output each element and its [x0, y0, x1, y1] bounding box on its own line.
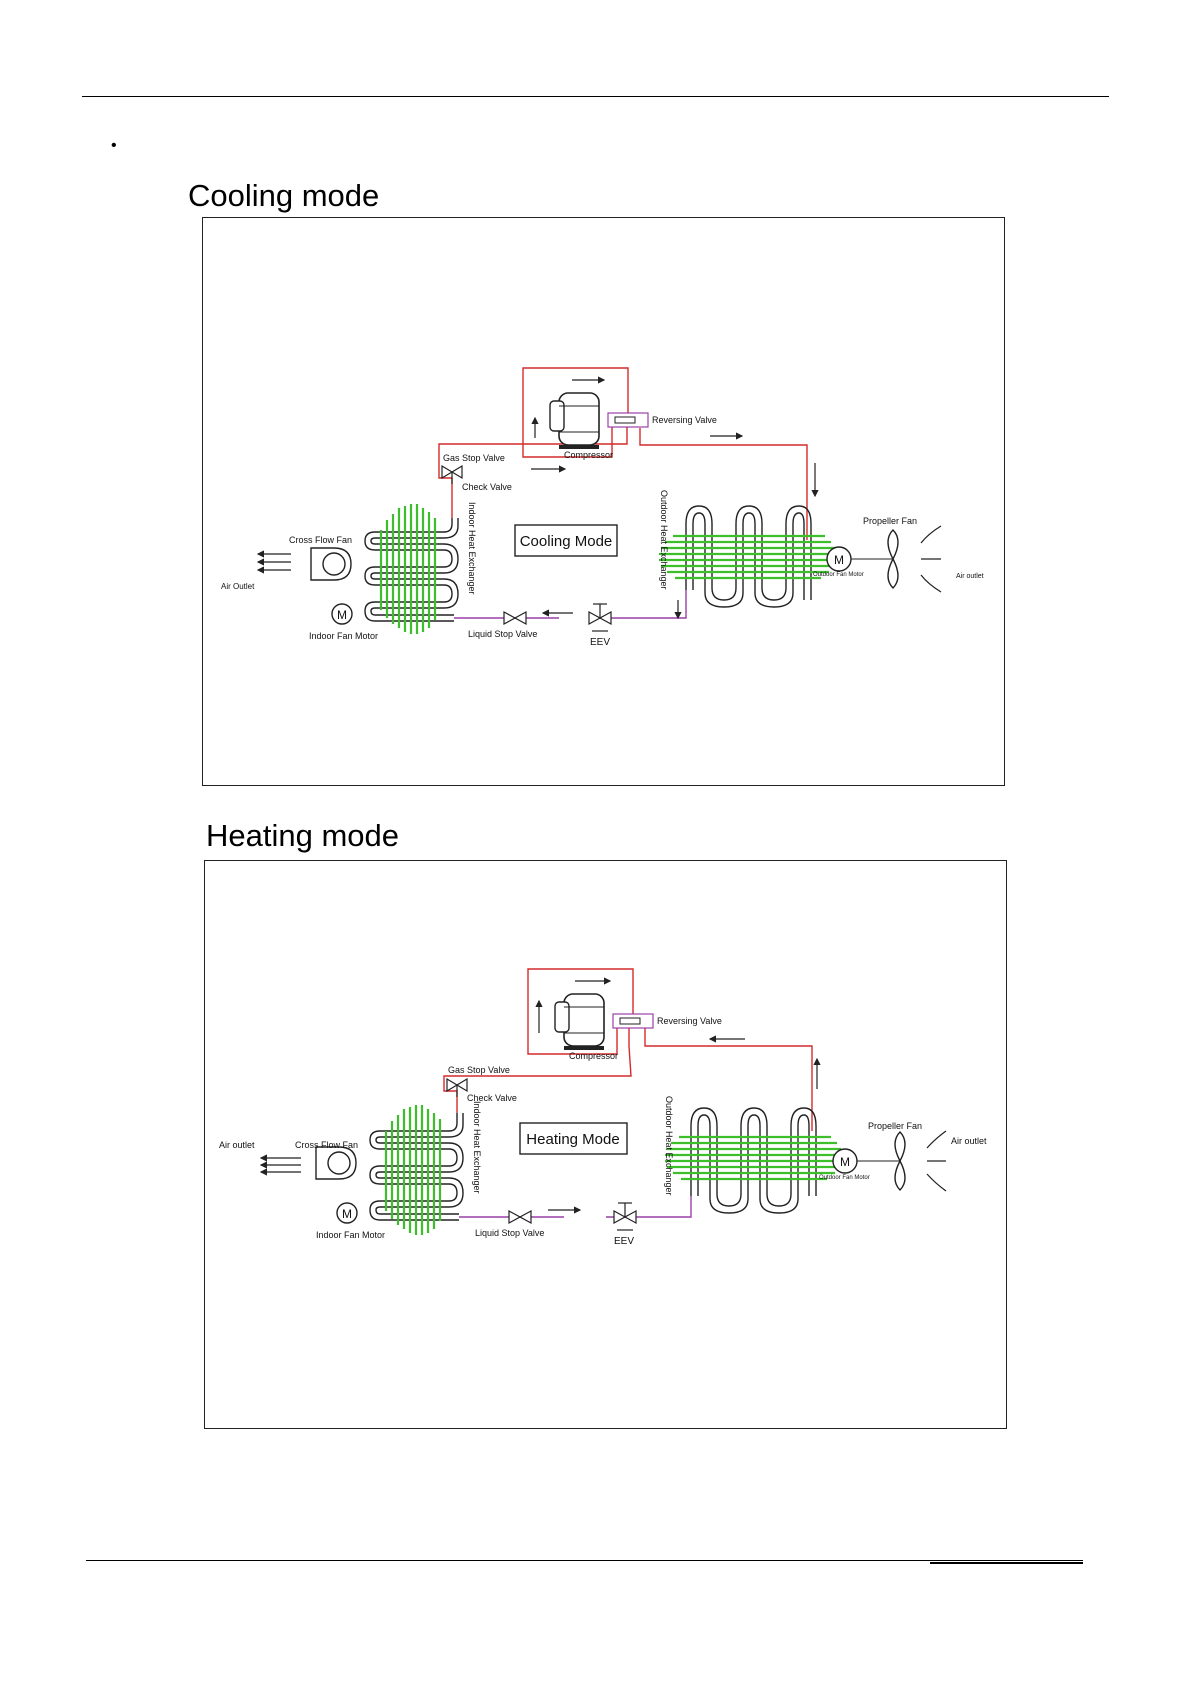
propeller-fan-label: Propeller Fan [863, 516, 917, 526]
gas-pipes [443, 968, 813, 1131]
check-valve-label: Check Valve [467, 1093, 517, 1103]
footer-rule [86, 1560, 1083, 1561]
outdoor-fan-motor-icon: M [826, 546, 893, 572]
mode-label-box [519, 1122, 628, 1155]
eev-label: EEV [614, 1236, 634, 1247]
gas-stop-valve-label: Gas Stop Valve [448, 1065, 510, 1075]
reversing-valve-icon [612, 1013, 654, 1029]
outdoor-fins [659, 534, 837, 580]
footer-rule-short [930, 1562, 1083, 1564]
air-outlet-outdoor-label: Air outlet [951, 1136, 987, 1146]
outdoor-hx-label: Outdoor Heat Exchanger [664, 1096, 674, 1196]
refrigerant-diagram-cooling: M M Cooling [221, 367, 984, 648]
indoor-fan-motor-label: Indoor Fan Motor [316, 1230, 385, 1240]
cross-flow-fan-label: Cross Flow Fan [295, 1140, 358, 1150]
propeller-fan-icon [894, 1131, 906, 1191]
indoor-fan-motor-icon: M [331, 603, 353, 625]
liquid-pipes [454, 590, 687, 619]
gas-stop-valve-label: Gas Stop Valve [443, 453, 505, 463]
air-outlet-outdoor-label: Air outlet [956, 573, 984, 580]
indoor-fan-motor-label: Indoor Fan Motor [309, 631, 378, 641]
indoor-heat-exchanger-icon [364, 518, 459, 622]
mode-label-box [514, 524, 618, 557]
svg-text:M: M [840, 1155, 850, 1169]
indoor-hx-label: Indoor Heat Exchanger [472, 1101, 482, 1194]
header-rule [82, 96, 1109, 97]
gas-pipes [438, 367, 808, 540]
outdoor-fan-motor-icon: M [832, 1148, 900, 1174]
propeller-fan-label: Propeller Fan [868, 1121, 922, 1131]
svg-text:M: M [342, 1207, 352, 1221]
indoor-fins [379, 504, 437, 634]
cross-flow-fan-icon [310, 547, 352, 581]
eev-icon [588, 603, 612, 632]
cross-flow-fan-label: Cross Flow Fan [289, 535, 352, 545]
reversing-valve-icon [607, 412, 649, 428]
compressor-icon [549, 392, 600, 449]
diagram-frame-cooling: M M Cooling [202, 217, 1005, 786]
air-outlet-arrows-indoor [256, 550, 291, 574]
indoor-hx-label: Indoor Heat Exchanger [467, 502, 477, 595]
outdoor-fan-motor-label: Outdoor Fan Motor [813, 572, 864, 578]
gas-stop-valve-icon [446, 1077, 468, 1097]
compressor-label: Compressor [569, 1051, 618, 1061]
outdoor-fins [665, 1135, 843, 1181]
outdoor-heat-exchanger-icon [685, 505, 812, 608]
compressor-icon [554, 993, 605, 1050]
flow-arrows [531, 376, 819, 620]
liquid-pipes [459, 1196, 692, 1218]
liquid-stop-valve-label: Liquid Stop Valve [468, 629, 537, 639]
flow-arrows [535, 977, 821, 1214]
air-inlet-arrows-outdoor [920, 525, 942, 593]
mode-label: Heating Mode [526, 1131, 619, 1148]
svg-text:M: M [834, 553, 844, 567]
check-valve-label: Check Valve [462, 482, 512, 492]
svg-text:M: M [337, 608, 347, 622]
section-title-cooling: Cooling mode [188, 178, 380, 213]
refrigerant-diagram-heating: M M Heating Mode Compressor Reversing [219, 968, 987, 1247]
air-outlet-arrows-indoor [259, 1154, 301, 1176]
outdoor-heat-exchanger-icon [690, 1107, 817, 1214]
outdoor-fan-motor-label: Outdoor Fan Motor [819, 1175, 870, 1181]
liquid-stop-valve-label: Liquid Stop Valve [475, 1228, 544, 1238]
section-title-heating: Heating mode [206, 818, 400, 853]
compressor-label: Compressor [564, 450, 613, 460]
air-inlet-arrows-outdoor [926, 1130, 947, 1192]
liquid-stop-valve-icon [508, 1209, 532, 1225]
propeller-fan-icon [887, 529, 899, 589]
liquid-stop-valve-icon [503, 610, 527, 626]
mode-label: Cooling Mode [520, 533, 613, 550]
eev-icon [613, 1202, 637, 1231]
indoor-fan-motor-icon: M [336, 1202, 358, 1224]
indoor-fins [384, 1105, 442, 1235]
reversing-valve-label: Reversing Valve [657, 1016, 722, 1026]
air-outlet-indoor-label: Air outlet [219, 1140, 255, 1150]
eev-label: EEV [590, 637, 610, 648]
cross-flow-fan-icon [315, 1146, 357, 1180]
gas-stop-valve-icon [441, 464, 463, 484]
reversing-valve-label: Reversing Valve [652, 415, 717, 425]
outdoor-hx-label: Outdoor Heat Exchanger [659, 490, 669, 590]
air-outlet-indoor-label: Air Outlet [221, 582, 255, 591]
bullet: • [111, 137, 117, 154]
diagram-frame-heating: M M Heating Mode Compressor Reversing [204, 860, 1007, 1429]
indoor-heat-exchanger-icon [369, 1113, 464, 1221]
